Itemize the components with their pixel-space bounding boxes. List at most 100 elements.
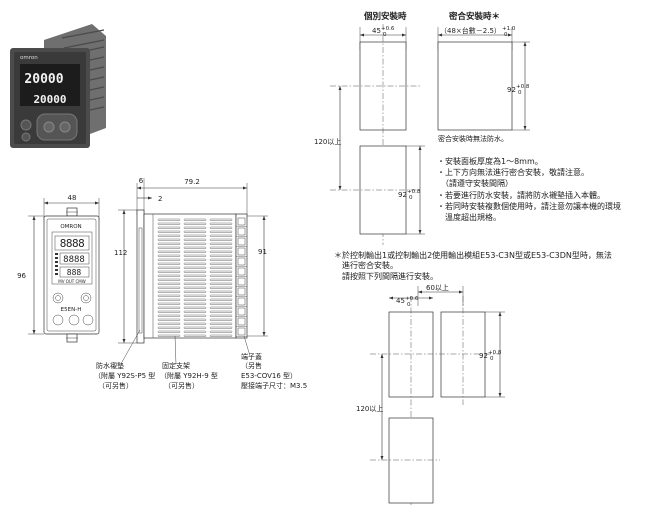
vent-slot	[209, 294, 233, 297]
side-height-label: 112	[114, 249, 127, 257]
vent-slot	[157, 282, 181, 285]
vent-slot	[157, 274, 181, 277]
cutout-individual: 個別安裝時 45 +0.6 0 120以上 92 +0.8 0	[314, 11, 425, 245]
vent-slot	[209, 314, 233, 317]
callout-terminal-cover: 端子蓋 （另售 E53-COV16 型） 壓接端子尺寸：M3.5	[241, 352, 307, 390]
vent-slot	[157, 234, 181, 237]
svg-text:端子蓋: 端子蓋	[241, 352, 262, 361]
front-model: E5EN-H	[61, 307, 82, 313]
vent-slot	[157, 270, 181, 273]
vent-slot	[157, 330, 181, 333]
vent-slot	[209, 290, 233, 293]
vent-slot	[183, 334, 207, 337]
vent-slot	[157, 326, 181, 329]
side-vent-slots	[157, 218, 233, 337]
vent-slot	[209, 282, 233, 285]
group-title: 密合安裝時＊	[448, 11, 500, 22]
front-height-label: 96	[17, 272, 26, 280]
vent-slot	[157, 278, 181, 281]
vent-slot	[209, 222, 233, 225]
vent-slot	[157, 306, 181, 309]
svg-text:請按照下列間隔進行安裝。: 請按照下列間隔進行安裝。	[334, 271, 438, 281]
vent-slot	[209, 242, 233, 245]
terminal-screw	[237, 327, 246, 336]
svg-text:+1.0: +1.0	[502, 26, 516, 32]
vent-slot	[183, 286, 207, 289]
svg-text:進行密合安裝。: 進行密合安裝。	[334, 260, 398, 270]
group-note: 密合安裝時無法防水。	[438, 134, 508, 143]
vent-slot	[183, 270, 207, 273]
side-view: 79.2 6 2 112 91	[114, 177, 268, 365]
vent-slot	[209, 310, 233, 313]
vent-slot	[157, 262, 181, 265]
vent-slot	[157, 302, 181, 305]
svg-text:+0.8: +0.8	[488, 350, 502, 356]
terminal-screw	[237, 307, 246, 316]
svg-text:+0.8: +0.8	[516, 84, 530, 90]
vent-slot	[209, 226, 233, 229]
terminal-screw	[237, 297, 246, 306]
vent-slot	[183, 318, 207, 321]
vent-slot	[183, 230, 207, 233]
vent-slot	[183, 238, 207, 241]
terminal-screw	[237, 277, 246, 286]
svg-text:888: 888	[67, 268, 82, 277]
vent-slot	[157, 334, 181, 337]
callout-screw: 壓接端子尺寸：M3.5	[241, 381, 307, 390]
vent-slot	[157, 218, 181, 221]
svg-text:0: 0	[518, 90, 522, 96]
vent-slot	[209, 246, 233, 249]
vent-slot	[209, 330, 233, 333]
vent-slot	[209, 278, 233, 281]
front-width-label: 48	[68, 194, 77, 202]
group-width-label: （48×台數－2.5）	[440, 26, 501, 35]
spacing-label: 60以上	[426, 283, 449, 292]
front-brand: OMRON	[60, 224, 81, 230]
vent-slot	[183, 326, 207, 329]
vent-slot	[157, 250, 181, 253]
vent-slot	[183, 302, 207, 305]
vent-slot	[209, 250, 233, 253]
vent-slot	[157, 238, 181, 241]
spacing-gap-label: 120以上	[356, 404, 383, 413]
side-label-2: 2	[158, 195, 162, 203]
svg-text:・若同時安裝複數個使用時，請注意勿讓本機的環境: ・若同時安裝複數個使用時，請注意勿讓本機的環境	[437, 201, 621, 211]
individual-gap-label: 120以上	[314, 137, 341, 146]
vent-slot	[209, 218, 233, 221]
vent-slot	[209, 238, 233, 241]
svg-text:（另售: （另售	[241, 361, 262, 370]
vent-slot	[209, 334, 233, 337]
vent-slot	[183, 254, 207, 257]
vent-slot	[157, 294, 181, 297]
vent-slot	[183, 234, 207, 237]
vent-slot	[157, 290, 181, 293]
vent-slot	[183, 322, 207, 325]
vent-slot	[183, 262, 207, 265]
svg-text:45: 45	[372, 27, 381, 35]
photo-brand: omron	[20, 55, 38, 61]
vent-slot	[157, 242, 181, 245]
vent-slot	[209, 266, 233, 269]
svg-text:E53-COV16 型）: E53-COV16 型）	[241, 371, 297, 380]
vent-slot	[183, 242, 207, 245]
vent-slot	[183, 250, 207, 253]
vent-slot	[183, 222, 207, 225]
vent-slot	[183, 246, 207, 249]
svg-text:＊於控制輸出1或控制輸出2使用輸出模組E53-C3N型或E5: ＊於控制輸出1或控制輸出2使用輸出模組E53-C3N型或E53-C3DN型時，無…	[334, 250, 612, 260]
svg-text:（可另售）: （可另售）	[164, 381, 199, 390]
product-photo: omron 20000 20000	[10, 24, 106, 148]
cutout-spacing: 60以上 45 +0.6 0 92 +0.8 0 120以上	[356, 283, 505, 505]
svg-text:8888: 8888	[63, 255, 85, 265]
svg-text:（可另售）: （可另售）	[98, 381, 133, 390]
vent-slot	[183, 294, 207, 297]
vent-slot	[157, 318, 181, 321]
callout-bracket: 固定支架 （附屬 Y92H-9 型 （可另售）	[160, 361, 218, 390]
vent-slot	[209, 326, 233, 329]
photo-pv-display: 20000	[24, 72, 63, 87]
terminal-screw	[237, 267, 246, 276]
svg-text:・安裝面板厚度為1～8mm。: ・安裝面板厚度為1～8mm。	[437, 156, 543, 166]
vent-slot	[183, 278, 207, 281]
side-depth-label: 79.2	[184, 178, 200, 186]
vent-slot	[183, 306, 207, 309]
